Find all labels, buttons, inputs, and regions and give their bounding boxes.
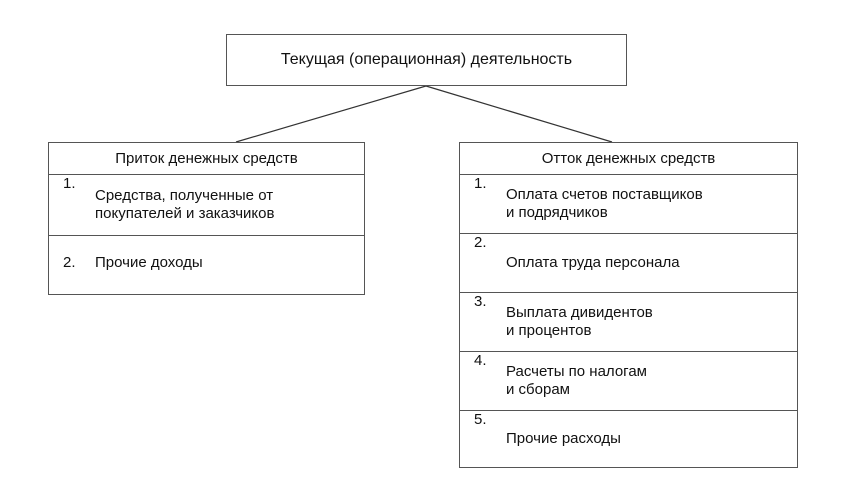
item-number: 2. xyxy=(63,254,76,271)
outflow-title: Отток денежных средств xyxy=(460,143,797,175)
inflow-item: 2. Прочие доходы xyxy=(49,236,364,294)
item-text: Прочие расходы xyxy=(506,430,621,447)
item-text: Расчеты по налогам и сборам xyxy=(506,363,647,398)
root-label: Текущая (операционная) деятельность xyxy=(280,51,573,68)
connector-to-outflow xyxy=(425,85,613,143)
root-node: Текущая (операционная) деятельность xyxy=(226,34,627,86)
outflow-item: 2. Оплата труда персонала xyxy=(460,234,797,293)
outflow-item: 3. Выплата дивидентов и процентов xyxy=(460,293,797,352)
outflow-item: 1. Оплата счетов поставщиков и подрядчик… xyxy=(460,175,797,234)
connector-to-inflow xyxy=(235,85,427,143)
item-text: Прочие доходы xyxy=(95,254,203,271)
outflow-item: 4. Расчеты по налогам и сборам xyxy=(460,352,797,411)
item-text: Оплата счетов поставщиков и подрядчиков xyxy=(506,186,703,221)
item-number: 2. xyxy=(474,234,487,251)
outflow-item: 5. Прочие расходы xyxy=(460,411,797,467)
outflow-box: Отток денежных средств 1. Оплата счетов … xyxy=(459,142,798,468)
inflow-box: Приток денежных средств 1. Средства, пол… xyxy=(48,142,365,295)
inflow-item: 1. Средства, полученные от покупателей и… xyxy=(49,175,364,236)
item-text: Оплата труда персонала xyxy=(506,254,680,271)
inflow-title: Приток денежных средств xyxy=(49,143,364,175)
item-number: 3. xyxy=(474,293,487,310)
item-text: Средства, полученные от покупателей и за… xyxy=(95,187,275,222)
item-number: 4. xyxy=(474,352,487,369)
item-number: 5. xyxy=(474,411,487,428)
item-number: 1. xyxy=(63,175,76,192)
item-text: Выплата дивидентов и процентов xyxy=(506,304,653,339)
item-number: 1. xyxy=(474,175,487,192)
